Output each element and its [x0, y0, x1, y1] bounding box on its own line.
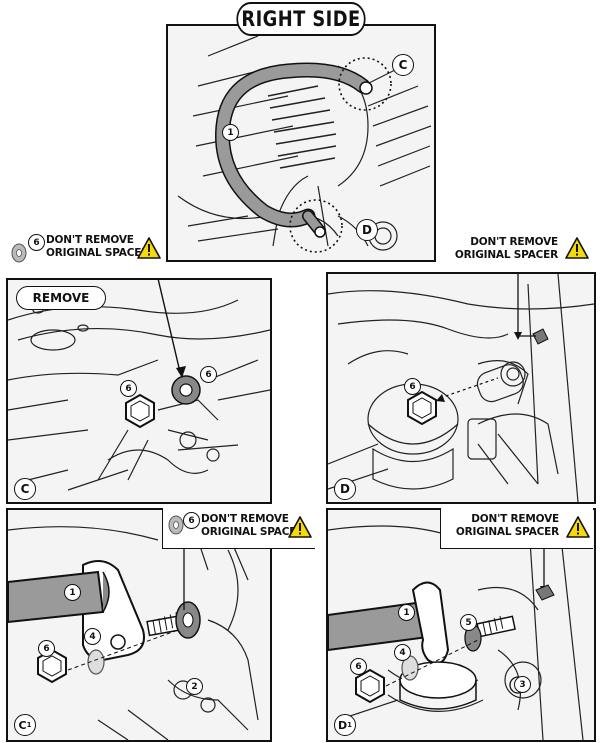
- corner-letter: C: [18, 718, 27, 732]
- part-number-6-spacer: 6: [200, 366, 217, 383]
- warning-line-1: DON'T REMOVE: [46, 234, 134, 246]
- corner-sub: 1: [347, 721, 352, 729]
- page-title: RIGHT SIDE: [236, 2, 366, 36]
- part-number-3: 3: [514, 676, 531, 693]
- warning-triangle-icon: [137, 237, 161, 259]
- remove-label: REMOVE: [16, 286, 106, 310]
- panel-d-corner-label: D: [334, 478, 356, 500]
- panel-c-illustration: [8, 280, 270, 491]
- warning-dont-remove-spacer-d: DON'T REMOVE ORIGINAL SPACER: [440, 232, 592, 272]
- panel-top-overview: C D 1: [166, 24, 436, 262]
- part-number-6: 6: [404, 378, 421, 395]
- warning-line-1: DON'T REMOVE: [201, 513, 289, 525]
- panel-c: REMOVE 6 6 C: [6, 278, 272, 504]
- spacer-washer-icon: [168, 515, 184, 535]
- warning-dont-remove-spacer-c1: 6 DON'T REMOVE ORIGINAL SPACER: [162, 508, 315, 549]
- warning-triangle-icon: [565, 237, 589, 259]
- warning-line-2: ORIGINAL SPACER: [46, 247, 150, 259]
- part-number-1: 1: [398, 604, 415, 621]
- detail-label-d: D: [356, 219, 378, 241]
- warning-line-2: ORIGINAL SPACER: [454, 249, 558, 261]
- warning-line-2: ORIGINAL SPACER: [201, 526, 305, 538]
- corner-sub: 1: [26, 721, 32, 729]
- panel-d: 6 D: [326, 272, 596, 504]
- part-number-6: 6: [350, 658, 367, 675]
- part-number-1: 1: [222, 124, 239, 141]
- part-number-1: 1: [64, 584, 81, 601]
- warning-triangle-icon: [288, 516, 312, 538]
- part-number-6-nut: 6: [120, 380, 137, 397]
- top-overview-illustration: [177, 35, 432, 253]
- panel-d-illustration: [328, 274, 594, 502]
- corner-letter: D: [337, 718, 348, 732]
- warning-dont-remove-spacer-d1: DON'T REMOVE ORIGINAL SPACER: [440, 508, 593, 549]
- warning-part-number: 6: [28, 234, 45, 251]
- part-number-5: 5: [460, 614, 477, 631]
- part-number-6: 6: [38, 640, 55, 657]
- warning-line-1: DON'T REMOVE: [470, 236, 558, 248]
- warning-triangle-icon: [566, 516, 590, 538]
- part-number-4: 4: [394, 644, 411, 661]
- panel-c-corner-label: C: [14, 478, 36, 500]
- part-number-2: 2: [186, 678, 203, 695]
- warning-part-number: 6: [183, 512, 200, 529]
- detail-label-c: C: [392, 54, 414, 76]
- spacer-washer-icon: [11, 243, 27, 263]
- warning-line-2: ORIGINAL SPACER: [455, 526, 559, 538]
- warning-line-1: DON'T REMOVE: [471, 513, 559, 525]
- warning-dont-remove-spacer-c: 6 DON'T REMOVE ORIGINAL SPACER: [6, 232, 162, 272]
- part-number-4: 4: [84, 628, 101, 645]
